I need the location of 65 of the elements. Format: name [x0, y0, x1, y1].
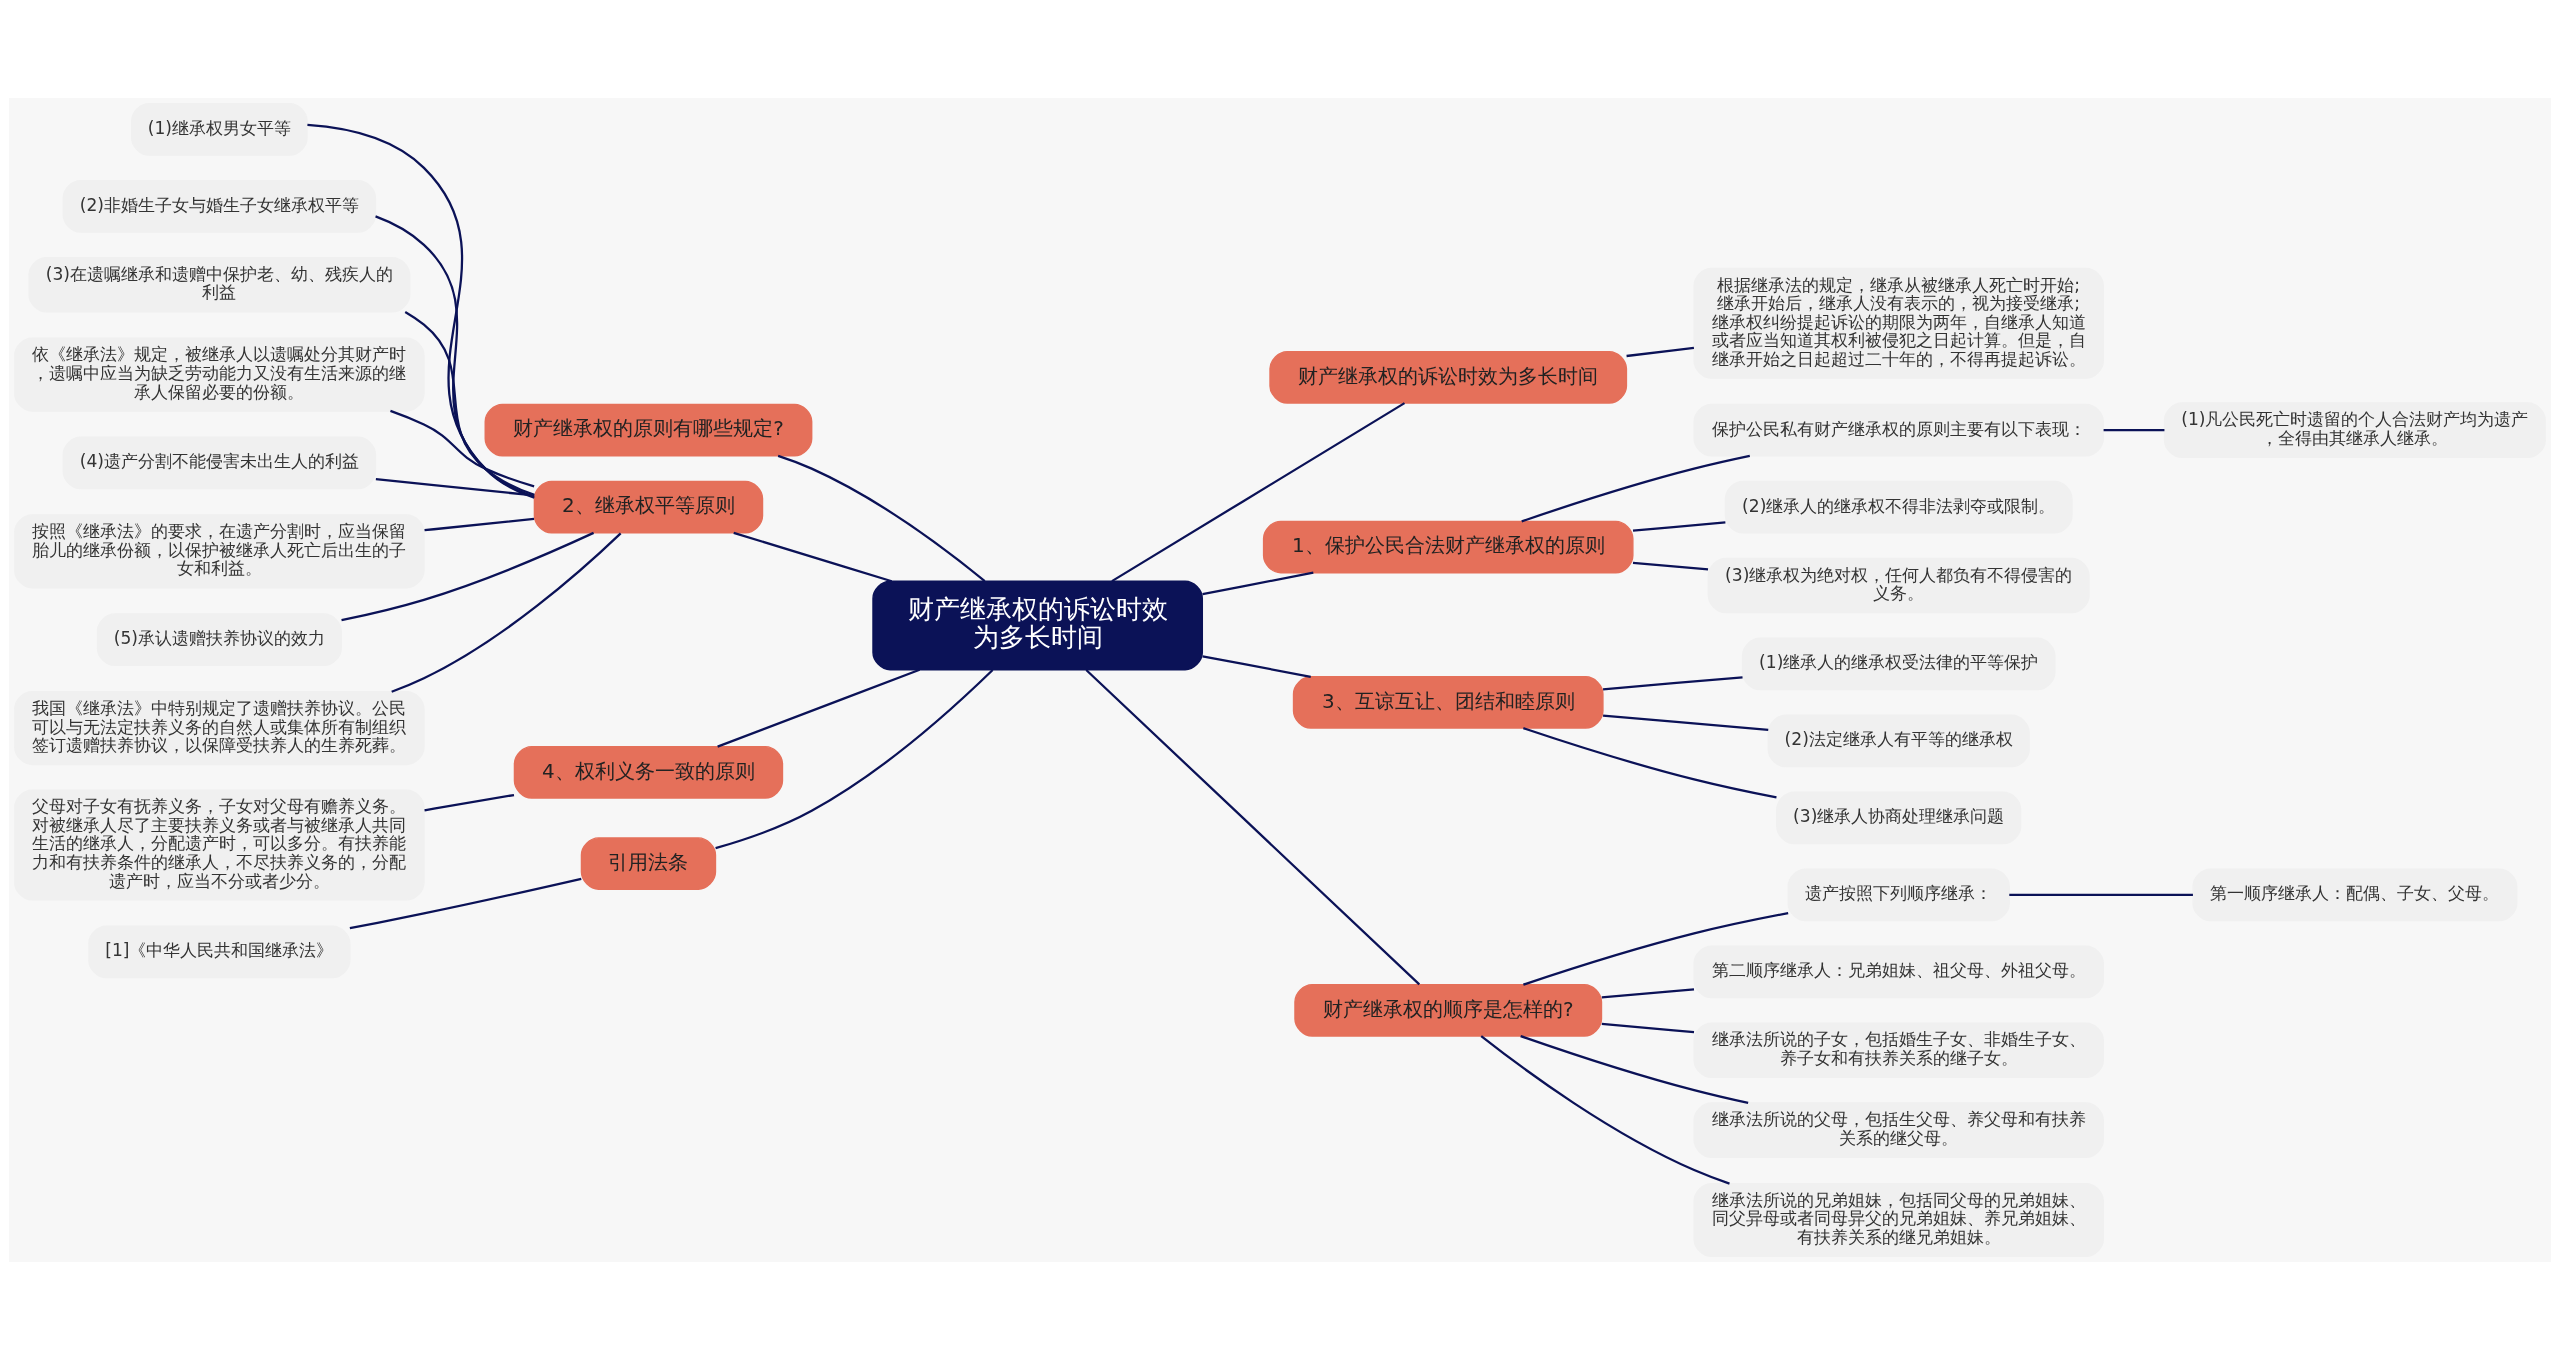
connector	[424, 793, 515, 812]
connector	[1601, 988, 1695, 999]
connector	[1632, 521, 1726, 532]
node-box: (2)非婚生子女与婚生子女继承权平等	[62, 179, 377, 233]
node-box: 引用法条	[580, 837, 717, 890]
node-box: 财产继承权的原则有哪些规定?	[484, 403, 813, 457]
connector	[1085, 669, 1421, 986]
connector	[424, 517, 535, 532]
node-box: 第二顺序继承人：兄弟姐妹、祖父母、外祖父母。	[1693, 945, 2104, 999]
node-box: 继承法所说的子女，包括婚生子女、非婚生子女、养子女和有扶养关系的继子女。	[1693, 1022, 2104, 1079]
connector	[777, 454, 986, 582]
node-box: 第一顺序继承人：配偶、子女、父母。	[2192, 868, 2518, 922]
connector	[391, 532, 622, 693]
connector	[1202, 655, 1311, 678]
node-box: (3)继承权为绝对权，任何人都负有不得侵害的义务。	[1707, 557, 2090, 614]
node-box: (4)遗产分割不能侵害未出生人的利益	[62, 436, 377, 490]
connector	[1602, 676, 1743, 691]
node-box: 1、保护公民合法财产继承权的原则	[1262, 520, 1634, 574]
node-box: 继承法所说的父母，包括生父母、养父母和有扶养关系的继父母。	[1693, 1102, 2104, 1158]
connector	[1626, 346, 1695, 358]
connector	[1523, 727, 1777, 799]
connector	[375, 215, 535, 498]
connector	[1523, 912, 1789, 986]
connector	[1111, 402, 1406, 583]
connector	[1520, 1035, 1749, 1105]
connector	[307, 123, 535, 499]
node-box: 遗产按照下列顺序继承：	[1787, 868, 2010, 922]
node-box: 根据继承法的规定，继承从被继承人死亡时开始;继承开始后，继承人没有表示的，视为接受继承;继承权纠纷提起诉讼的期限为两年，自继承人知道或者应当知道其权利被侵犯之日起计算。但是，自继承开始之日起超过二十年的，不得再提起诉讼。	[1693, 267, 2104, 379]
connector	[733, 531, 893, 583]
connector	[1521, 454, 1751, 523]
node-box: (5)承认遗赠扶养协议的效力	[96, 613, 342, 667]
connector	[1632, 561, 1709, 571]
node-box: 财产继承权的诉讼时效为多长时间	[872, 580, 1203, 671]
node-box: (2)继承人的继承权不得非法剥夺或限制。	[1724, 480, 2073, 534]
node-box: (1)凡公民死亡时遗留的个人合法财产均为遗产，全得由其继承人继承。	[2163, 402, 2546, 458]
node-box: 父母对子女有抚养义务，子女对父母有赡养义务。对被继承人尽了主要扶养义务或者与被继承人共同生活的继承人，分配遗产时，可以多分。有扶养能力和有扶养条件的继承人，不尽扶养义务的，分配遗产时，应当不分或者少分。	[14, 789, 425, 901]
connector	[2009, 893, 2193, 897]
node-box: (2)法定继承人有平等的继承权	[1767, 714, 2030, 768]
node-box: (3)继承人协商处理继承问题	[1776, 791, 2022, 845]
connector	[404, 310, 535, 496]
node-box: 继承法所说的兄弟姐妹，包括同父母的兄弟姐妹、同父异母或者同母异父的兄弟姐妹、养兄弟姐妹、有扶养关系的继兄弟姐妹。	[1693, 1182, 2104, 1257]
connector	[715, 669, 994, 850]
connector	[349, 877, 582, 930]
node-box: [1]《中华人民共和国继承法》	[88, 925, 351, 979]
node-box: 3、互谅互让、团结和睦原则	[1292, 676, 1604, 729]
node-box: (1)继承权男女平等	[130, 103, 308, 156]
connector	[1480, 1035, 1730, 1185]
node-box: 保护公民私有财产继承权的原则主要有以下表现：	[1693, 403, 2104, 457]
node-box: 4、权利义务一致的原则	[513, 745, 784, 799]
node-box: 财产继承权的顺序是怎样的?	[1294, 984, 1603, 1037]
connector	[375, 477, 535, 497]
node-box: 2、继承权平等原则	[533, 480, 764, 534]
node-box: 按照《继承法》的要求，在遗产分割时，应当保留胎儿的继承份额，以保护被继承人死亡后出生的子女和利益。	[14, 514, 425, 589]
connector	[1601, 1022, 1695, 1034]
connector	[2103, 429, 2165, 432]
connector	[390, 409, 535, 488]
node-box: 依《继承法》规定，被继承人以遗嘱处分其财产时，遗嘱中应当为缺乏劳动能力又没有生活来源的继承人保留必要的份额。	[14, 337, 425, 412]
connector	[1602, 714, 1769, 731]
node-box: 财产继承权的诉讼时效为多长时间	[1269, 351, 1628, 404]
connector	[1202, 571, 1314, 596]
node-box: (1)继承人的继承权受法律的平等保护	[1741, 637, 2056, 691]
connector	[717, 668, 921, 748]
node-box: 我国《继承法》中特别规定了遗赠扶养协议。公民可以与无法定扶养义务的自然人或集体所有制组织签订遗赠扶养协议，以保障受扶养人的生养死葬。	[14, 691, 425, 766]
connector	[341, 531, 595, 622]
node-box: (3)在遗嘱继承和遗赠中保护老、幼、残疾人的利益	[28, 256, 411, 313]
